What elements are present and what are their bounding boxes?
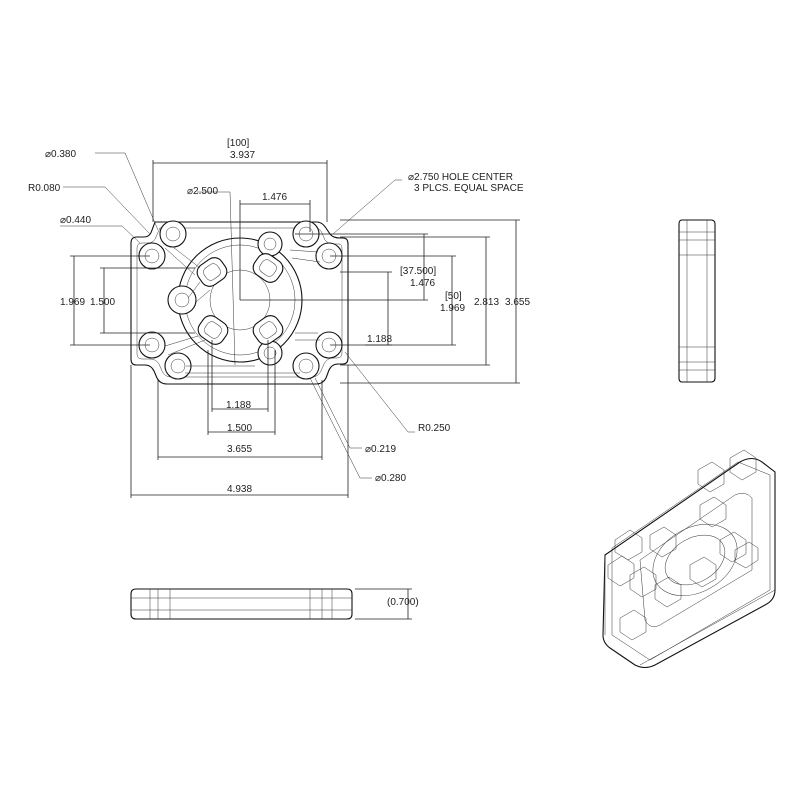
dia-0219-label: ⌀0.219 bbox=[365, 444, 396, 455]
r-0080-label: R0.080 bbox=[28, 183, 61, 194]
dia-0380-label: ⌀0.380 bbox=[45, 149, 76, 160]
width-inch-label: 3.937 bbox=[230, 150, 255, 161]
corner-boss-bbr bbox=[292, 352, 320, 380]
top-view-part bbox=[130, 220, 349, 385]
width-mm-label: [100] bbox=[227, 138, 249, 149]
dim-1969-right-label: 1.969 bbox=[440, 303, 465, 314]
hole-center-label-2: 3 PLCS. EQUAL SPACE bbox=[414, 183, 524, 194]
corner-boss-tl bbox=[159, 220, 187, 248]
isometric-view-part bbox=[602, 449, 776, 669]
dim-1500-bottom-label: 1.500 bbox=[227, 423, 252, 434]
dim-1969-left-label: 1.969 bbox=[60, 297, 85, 308]
dia-0280-label: ⌀0.280 bbox=[375, 473, 406, 484]
r-0250-label: R0.250 bbox=[418, 423, 451, 434]
dim-1188-bottom-label: 1.188 bbox=[226, 400, 251, 411]
dim-2813-label: 2.813 bbox=[474, 297, 499, 308]
front-view-dimension bbox=[355, 588, 412, 620]
dia-2500-label: ⌀2.500 bbox=[187, 186, 218, 197]
side-view-part bbox=[678, 219, 716, 383]
dim-1476-top-label: 1.476 bbox=[262, 192, 287, 203]
dia-0440-label: ⌀0.440 bbox=[60, 215, 91, 226]
thickness-label: (0.700) bbox=[387, 597, 419, 608]
dim-50-label: [50] bbox=[445, 291, 462, 302]
top-view-dimensions bbox=[60, 152, 520, 498]
dim-4938-label: 4.938 bbox=[227, 484, 252, 495]
dim-37500-label: [37.500] bbox=[400, 266, 436, 277]
dim-3655-right-label: 3.655 bbox=[505, 297, 530, 308]
corner-boss-bbl bbox=[164, 352, 192, 380]
dim-3655-bottom-label: 3.655 bbox=[227, 444, 252, 455]
hole-center-label-1: ⌀2.750 HOLE CENTER bbox=[408, 172, 513, 183]
front-view-part bbox=[130, 588, 353, 620]
dim-1476-right-label: 1.476 bbox=[410, 278, 435, 289]
dim-1500-left-label: 1.500 bbox=[90, 297, 115, 308]
dim-1188-right-label: 1.188 bbox=[367, 334, 392, 345]
